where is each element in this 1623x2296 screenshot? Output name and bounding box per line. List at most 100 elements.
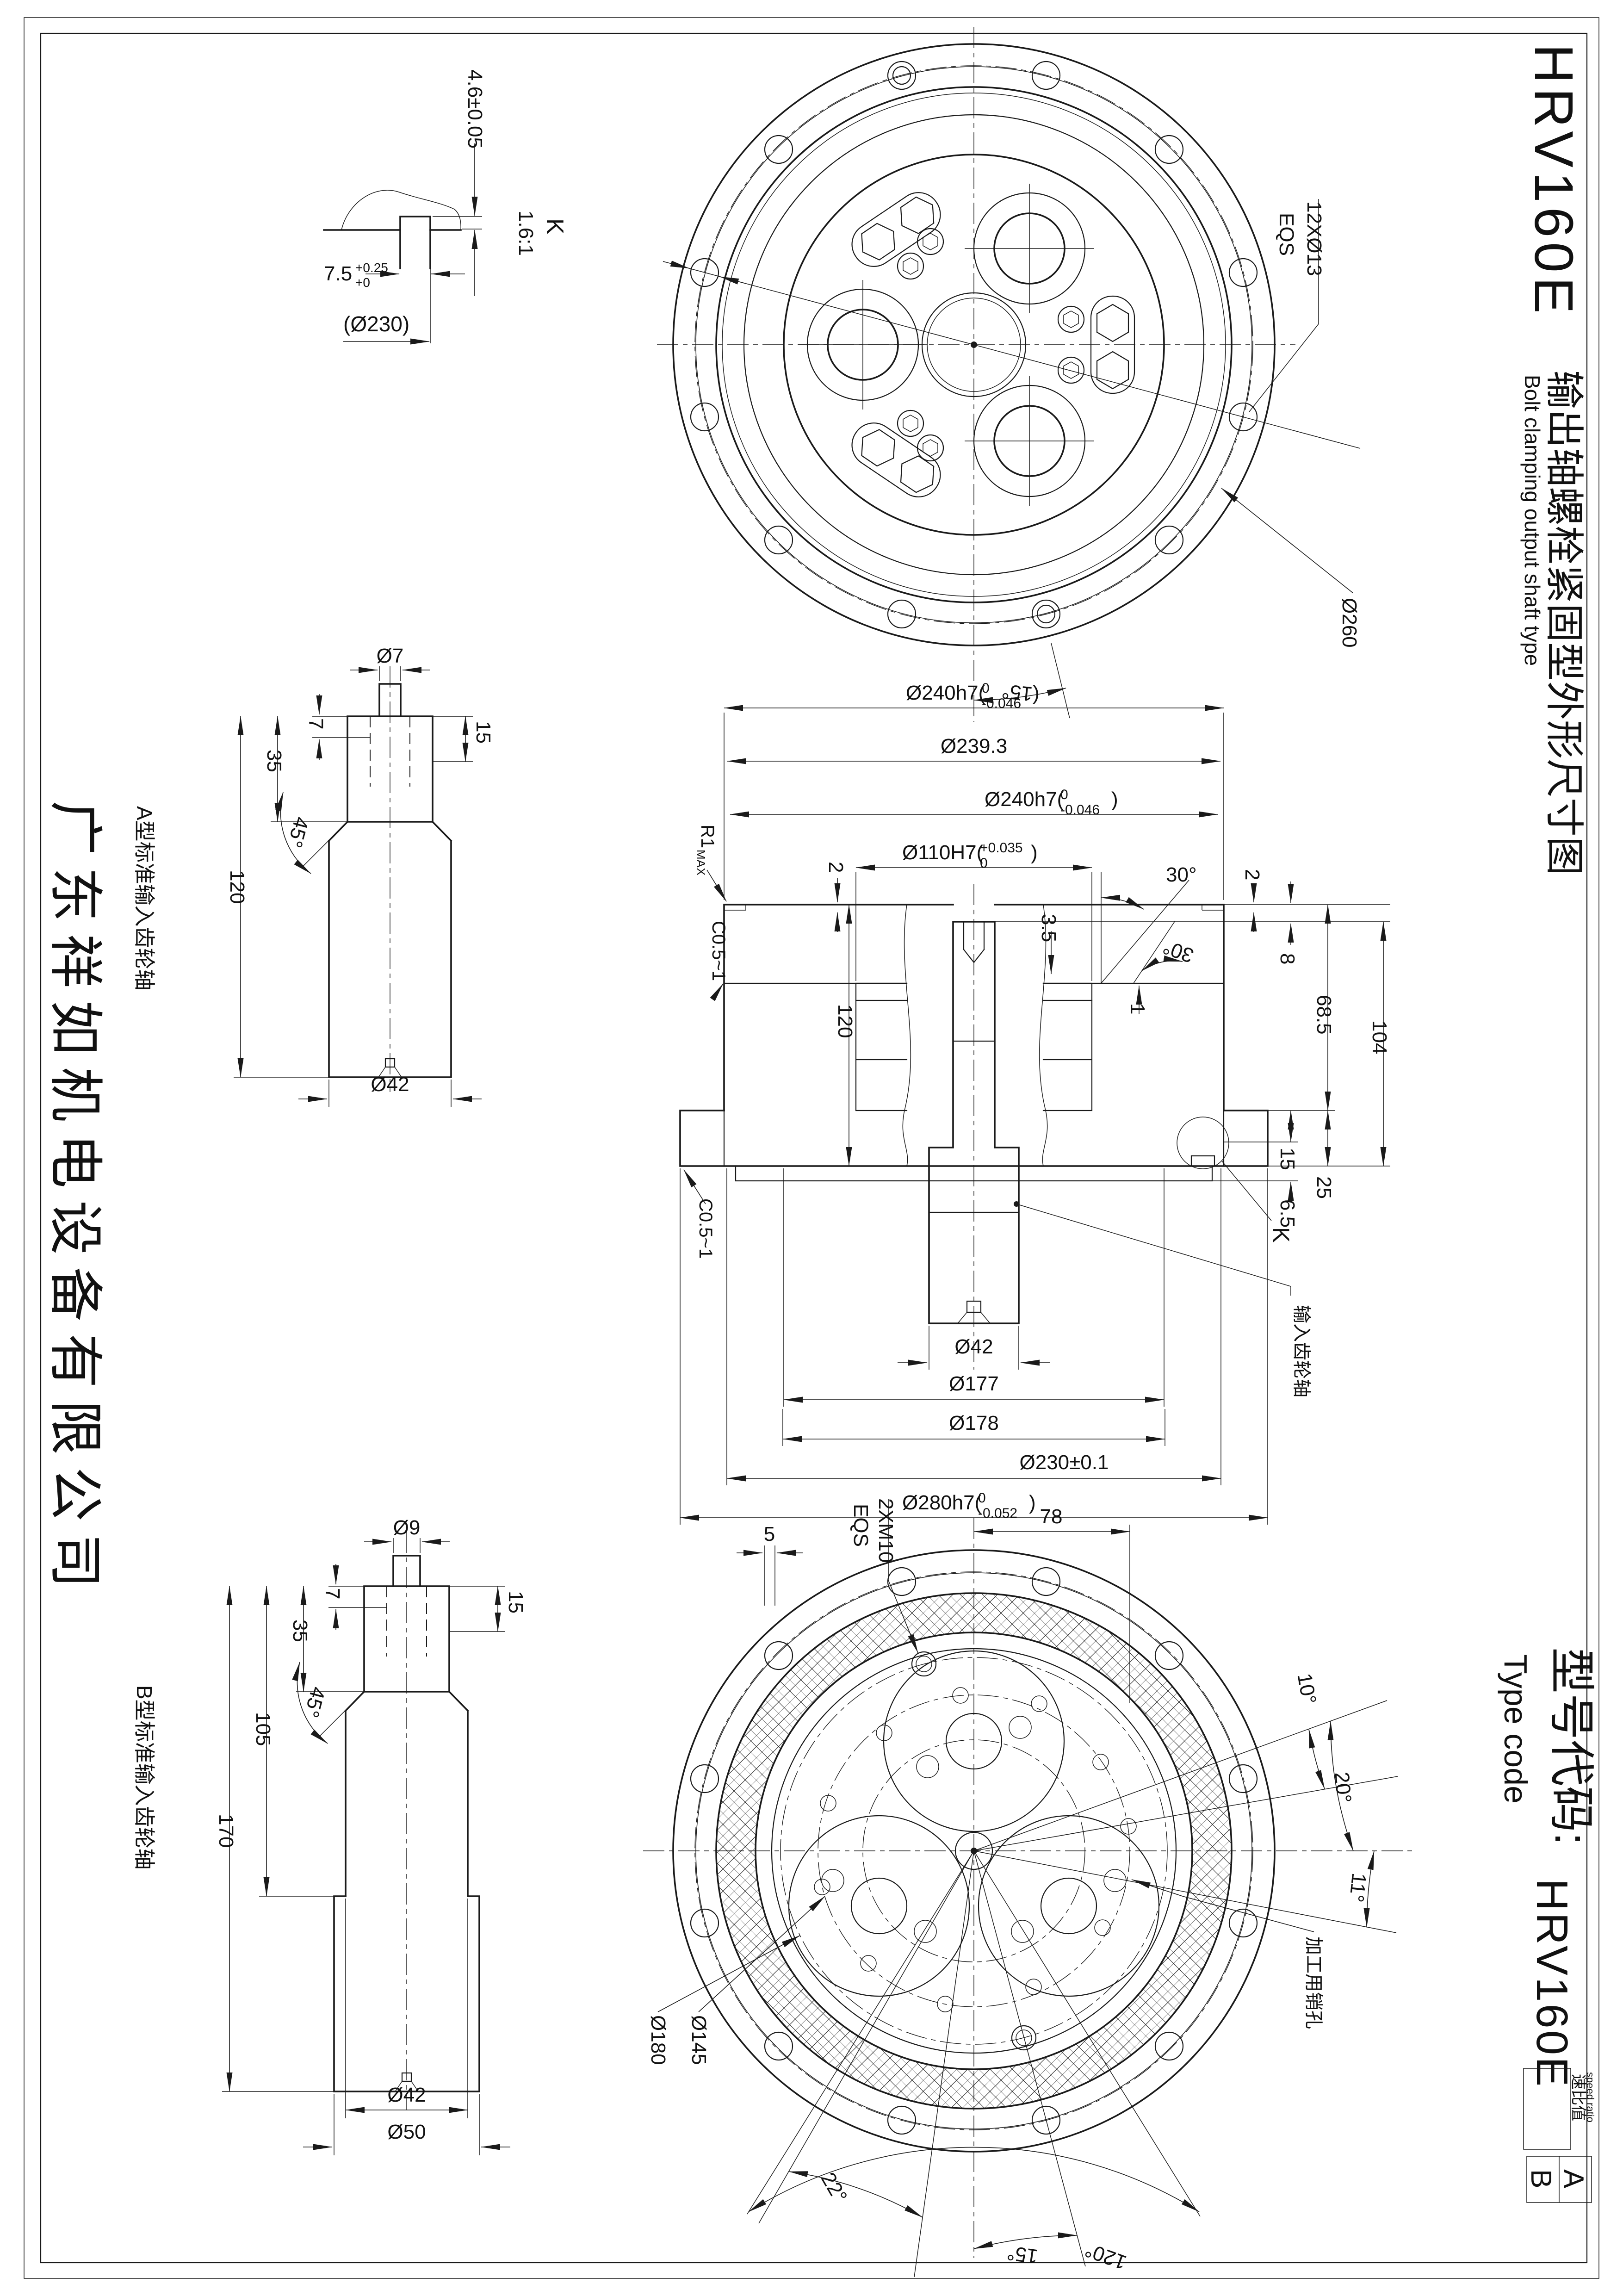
label-r1: R1 [697,825,718,848]
title-model: HRV160E [1523,44,1584,318]
speed-ratio-box [1523,2068,1571,2150]
a-dim-45: 45° [283,814,313,850]
dim-d280-sub: -0.052 [978,1506,1017,1521]
i-dim-5: 5 [764,1523,775,1545]
i-a15: 15° [1006,2241,1040,2268]
large-holes [798,184,1094,506]
output-flange-view: 12XØ13 EQS Ø260 15° [657,27,1361,722]
label-r1-sub: MAX [694,850,708,875]
b-dim-7: 7 [321,1588,344,1599]
i-a10: 10° [1293,1671,1320,1706]
dim-2-left: 2 [824,862,847,873]
dim-6-5: 6.5 [1276,1199,1299,1228]
shaft-a-view: Ø7 7 35 120 15 45° Ø42 A型标准输入齿轮轴 [132,645,495,1107]
b-dim-170: 170 [215,1814,237,1848]
company-name: 广东祥如机电设备有限公司 [44,800,105,1600]
i-m10: 2XM10 [874,1498,897,1563]
dim-d240a-cl: ) [1033,682,1040,704]
dim-d240b-cl: ) [1111,788,1118,811]
title-cn: 输出轴螺栓紧固型外形尺寸图 [1542,370,1586,875]
socket-screws [897,228,1085,462]
detail-k-slot: 7.5 [324,262,352,285]
dim-2-right: 2 [1241,869,1264,880]
dim-68-5: 68.5 [1313,995,1335,1035]
bolt-note: 12XØ13 [1303,201,1326,276]
section-detail-ref: K [1268,1227,1294,1242]
dim-120: 120 [834,1004,856,1038]
shaft-b-label: B型标准输入齿轮轴 [132,1685,156,1870]
a-dim-120: 120 [226,870,248,904]
b-dim-105: 105 [252,1712,274,1746]
bolt-holes [690,61,1258,629]
title-en: Bolt clamping output shaft type [1520,375,1544,666]
dim-3-5: 3.5 [1037,914,1060,942]
dim-d110-sub: 0 [980,856,988,871]
dim-d240a-sup: 0 [982,681,990,696]
label-c05-upper: C0.5~1 [708,921,729,981]
b-dim-d9: Ø9 [393,1516,421,1539]
type-code-model: HRV160E [1527,1879,1577,2088]
i-a11: 11° [1345,1872,1370,1903]
i-d145: Ø145 [688,2015,710,2065]
a-dim-d7: Ø7 [377,645,404,667]
a-dim-15: 15 [472,721,495,744]
bolt-slots [851,192,1135,497]
dim-d42: Ø42 [954,1335,993,1358]
i-m10b: EQS [849,1504,872,1547]
dim-d177: Ø177 [949,1372,999,1395]
dim-d240a-sub: -0.046 [982,696,1021,711]
dim-d110: Ø110H7( [902,841,984,864]
dim-30a: 30° [1166,863,1197,886]
dim-104: 104 [1368,1020,1391,1054]
dim-d110-cl: ) [1031,841,1038,864]
i-pin-label: 加工用销孔 [1303,1936,1324,2029]
dim-d280-sup: 0 [978,1490,986,1506]
dim-d280-cl: ) [1029,1491,1036,1514]
input-bolt-holes [690,1567,1258,2135]
dim-d110-sup: +0.035 [980,840,1023,856]
dim-d240b-sub: -0.046 [1060,802,1100,818]
dim-8: 8 [1276,953,1299,964]
detail-k-slot-sub: +0 [355,275,370,290]
dim-d240a: Ø240h7( [906,682,985,704]
dim-d280: Ø280h7( [902,1491,982,1514]
i-dim-78: 78 [1040,1505,1063,1528]
dim-15: 15 [1276,1148,1299,1170]
a-dim-35: 35 [263,750,285,772]
option-b: B [1525,2169,1557,2188]
bolt-note2: EQS [1275,213,1298,256]
label-c05-lower: C0.5~1 [695,1198,716,1259]
dim-d230: Ø230±0.1 [1020,1451,1109,1474]
detail-k-scale: 1.6:1 [514,211,537,256]
dim-d240b-sup: 0 [1060,787,1068,802]
input-view: 5 78 2XM10 EQS 10° 20° 11° 22° 15° 120° … [643,1498,1416,2277]
label-input-shaft: 输入齿轮轴 [1291,1305,1312,1397]
dim-d239: Ø239.3 [941,735,1007,757]
dim-25: 25 [1313,1176,1335,1199]
dim-d178: Ø178 [949,1412,999,1434]
i-a120: 120° [1082,2238,1129,2274]
type-code-block: 型号代码: Type code HRV160E 速比值 speed ratio … [1498,1647,1597,2203]
a-dim-d42: Ø42 [371,1073,409,1096]
shaft-a-label: A型标准输入齿轮轴 [132,806,156,991]
detail-k-slot-sup: +0.25 [355,261,388,275]
detail-k-name: K [541,218,568,235]
sheet-frame [24,17,1599,2279]
b-dim-d42: Ø42 [387,2084,426,2106]
dim-d240b: Ø240h7( [985,788,1064,811]
bcd-label: Ø260 [1338,598,1361,648]
i-d180: Ø180 [647,2015,669,2065]
option-a: A [1557,2169,1589,2189]
type-code-en: Type code [1498,1654,1534,1804]
section-view: K Ø240h7( 0 -0.046 ) Ø239.3 Ø240h7( 0 -0… [679,681,1391,1525]
shaft-b-view: Ø9 7 35 105 170 15 45° Ø42 Ø50 B型标准输入齿轮轴 [132,1516,527,2155]
pin-holes [814,1687,1137,2012]
a-dim-7: 7 [304,718,327,729]
b-dim-35: 35 [289,1620,311,1642]
detail-k-ref: (Ø230) [343,312,409,336]
speed-ratio-en: speed ratio [1585,2072,1596,2122]
dim-1: 1 [1126,1003,1149,1014]
planet-gears [788,1650,1160,1997]
speed-ratio-cn: 速比值 [1569,2074,1587,2121]
title-block: HRV160E 输出轴螺栓紧固型外形尺寸图 Bolt clamping outp… [1520,44,1586,875]
